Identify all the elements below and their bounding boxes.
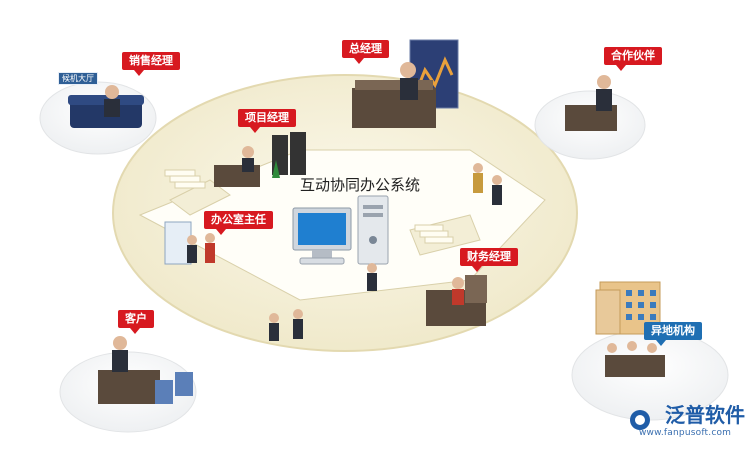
role-tag-partner: 合作伙伴 bbox=[604, 47, 662, 71]
role-tag-customer: 客户 bbox=[118, 310, 154, 334]
partner-desk bbox=[565, 75, 617, 131]
role-tag-finance-manager: 财务经理 bbox=[460, 248, 518, 272]
waiting-hall-sign: 候机大厅 bbox=[58, 72, 98, 85]
role-tag-branch: 异地机构 bbox=[644, 322, 702, 346]
brand-name: 泛普软件 bbox=[665, 403, 745, 427]
brand-logo-icon bbox=[630, 410, 650, 430]
staff-figures bbox=[269, 163, 502, 341]
role-tag-general-manager: 总经理 bbox=[342, 40, 389, 64]
center-system-title: 互动协同办公系统 bbox=[300, 176, 421, 194]
role-tag-sales-manager: 销售经理 bbox=[122, 52, 180, 76]
customer-desk bbox=[98, 336, 193, 404]
brand-block: 泛普软件 www.fanpusoft.com bbox=[639, 404, 745, 438]
general-manager-office bbox=[352, 39, 459, 128]
role-tag-office-director: 办公室主任 bbox=[204, 211, 273, 235]
role-tag-project-manager: 项目经理 bbox=[238, 109, 296, 133]
central-computer bbox=[292, 195, 389, 265]
sales-manager-sofa bbox=[68, 85, 144, 128]
stairs bbox=[164, 169, 454, 244]
brand-url: www.fanpusoft.com bbox=[639, 428, 732, 438]
finance-manager-desk bbox=[426, 275, 487, 326]
office-director-area bbox=[164, 221, 215, 265]
project-manager-desk bbox=[214, 132, 306, 187]
